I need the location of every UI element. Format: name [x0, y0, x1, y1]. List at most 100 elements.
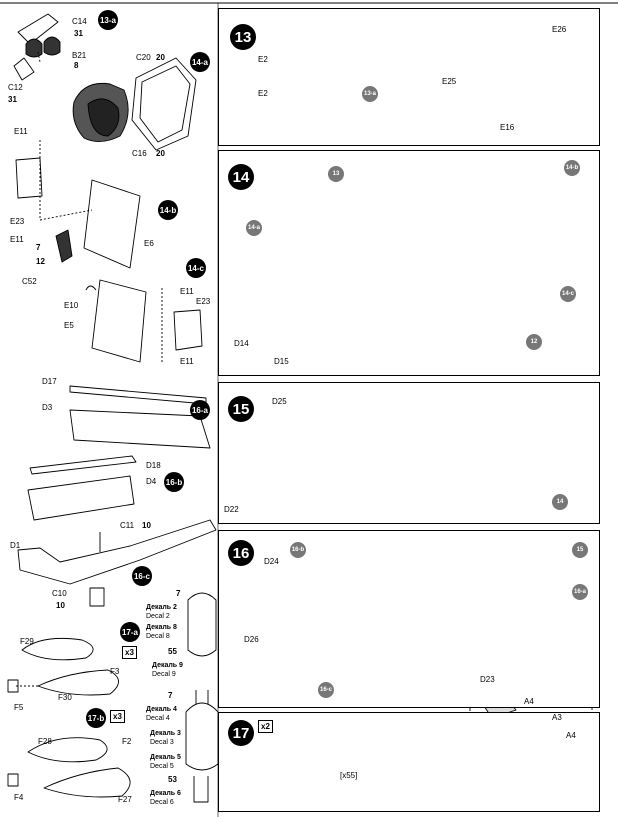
- track-count: [x55]: [340, 771, 358, 780]
- part-label: D22: [224, 505, 239, 514]
- subassembly-marker: 14: [552, 494, 568, 510]
- part-label: C14: [72, 17, 87, 26]
- decal-number: 8: [74, 61, 79, 70]
- decal-number: 7: [36, 243, 41, 252]
- subassembly-tag-17b: 17-b: [86, 708, 106, 728]
- decal-number: 53: [168, 775, 177, 784]
- subassembly-tag-17a: 17-a: [120, 622, 140, 642]
- part-label: E6: [144, 239, 154, 248]
- part-label: F2: [122, 737, 132, 746]
- decal-ru: Декаль 9: [152, 662, 183, 669]
- part-label: D24: [264, 557, 279, 566]
- subassembly-marker: 13-a: [362, 86, 378, 102]
- part-label: C52: [22, 277, 37, 286]
- subassembly-tag-13a: 13-a: [98, 10, 118, 30]
- subassembly-marker: 14-c: [560, 286, 576, 302]
- quantity-box: x3: [110, 710, 125, 723]
- part-label: A4: [566, 731, 576, 740]
- step-16-panel: [218, 530, 600, 708]
- part-label: F4: [14, 793, 24, 802]
- part-label: D3: [42, 403, 53, 412]
- part-label: F29: [20, 637, 34, 646]
- decal-number: 55: [168, 647, 177, 656]
- decal-ru: Декаль 5: [150, 754, 181, 761]
- subassembly-tag-14c: 14-c: [186, 258, 206, 278]
- part-label: D14: [234, 339, 249, 348]
- part-label: F3: [110, 667, 120, 676]
- decal-number: 31: [8, 95, 17, 104]
- step-13-panel: [218, 8, 600, 146]
- subassembly-tag-14b: 14-b: [158, 200, 178, 220]
- decal-number: 10: [142, 521, 151, 530]
- part-label: C11: [120, 521, 135, 530]
- part-label: C16: [132, 149, 147, 158]
- subassembly-marker: 16-a: [572, 584, 588, 600]
- part-label: F5: [14, 703, 24, 712]
- subassembly-marker: 13: [328, 166, 344, 182]
- decal-en: Decal 5: [150, 763, 174, 770]
- part-label: E10: [64, 301, 79, 310]
- step-13-number: 13: [230, 24, 256, 50]
- step-17-panel: [218, 712, 600, 812]
- part-label: E23: [196, 297, 211, 306]
- subassembly-marker: 14-a: [246, 220, 262, 236]
- quantity-box: x3: [122, 646, 137, 659]
- subassembly-marker: 12: [526, 334, 542, 350]
- step-15-number: 15: [228, 396, 254, 422]
- decal-ru: Декаль 2: [146, 604, 177, 611]
- step-17-number: 17: [228, 720, 254, 746]
- decal-ru: Декаль 6: [150, 790, 181, 797]
- decal-number: 20: [156, 53, 165, 62]
- part-label: D26: [244, 635, 259, 644]
- decal-ru: Декаль 3: [150, 730, 181, 737]
- subassembly-tag-16b: 16-b: [164, 472, 184, 492]
- subassembly-tag-16a: 16-a: [190, 400, 210, 420]
- part-label: E2: [258, 89, 268, 98]
- part-label: C10: [52, 589, 67, 598]
- part-label: D23: [480, 675, 495, 684]
- part-label: C20: [136, 53, 151, 62]
- decal-ru: Декаль 8: [146, 624, 177, 631]
- part-label: E25: [442, 77, 457, 86]
- part-label: D17: [42, 377, 57, 386]
- part-label: D1: [10, 541, 21, 550]
- subassembly-tag-14a: 14-a: [190, 52, 210, 72]
- part-label: A3: [552, 713, 562, 722]
- part-label: E2: [258, 55, 268, 64]
- decal-ru: Декаль 4: [146, 706, 177, 713]
- part-label: D18: [146, 461, 161, 470]
- decal-en: Decal 8: [146, 633, 170, 640]
- part-label: F28: [38, 737, 52, 746]
- subassembly-marker: 16-b: [290, 542, 306, 558]
- decal-number: 10: [56, 601, 65, 610]
- part-label: A4: [524, 697, 534, 706]
- decal-en: Decal 6: [150, 799, 174, 806]
- decal-number: 31: [74, 29, 83, 38]
- part-label: F27: [118, 795, 132, 804]
- part-label: D4: [146, 477, 157, 486]
- part-label: D25: [272, 397, 287, 406]
- step-16-number: 16: [228, 540, 254, 566]
- part-label: F30: [58, 693, 72, 702]
- part-label: B21: [72, 51, 87, 60]
- step-14-number: 14: [228, 164, 254, 190]
- decal-number: 20: [156, 149, 165, 158]
- part-label: D15: [274, 357, 289, 366]
- decal-en: Decal 3: [150, 739, 174, 746]
- step-15-panel: [218, 382, 600, 524]
- decal-en: Decal 2: [146, 613, 170, 620]
- subassembly-tag-16c: 16-c: [132, 566, 152, 586]
- decal-number: 12: [36, 257, 45, 266]
- step-14-panel: [218, 150, 600, 376]
- part-label: E11: [10, 235, 24, 244]
- part-label: C12: [8, 83, 23, 92]
- part-label: E5: [64, 321, 74, 330]
- decal-en: Decal 4: [146, 715, 170, 722]
- part-label: E26: [552, 25, 567, 34]
- part-label: E23: [10, 217, 25, 226]
- decal-number: 7: [168, 691, 173, 700]
- part-label: E11: [14, 127, 28, 136]
- subassembly-marker: 16-c: [318, 682, 334, 698]
- part-label: E11: [180, 287, 194, 296]
